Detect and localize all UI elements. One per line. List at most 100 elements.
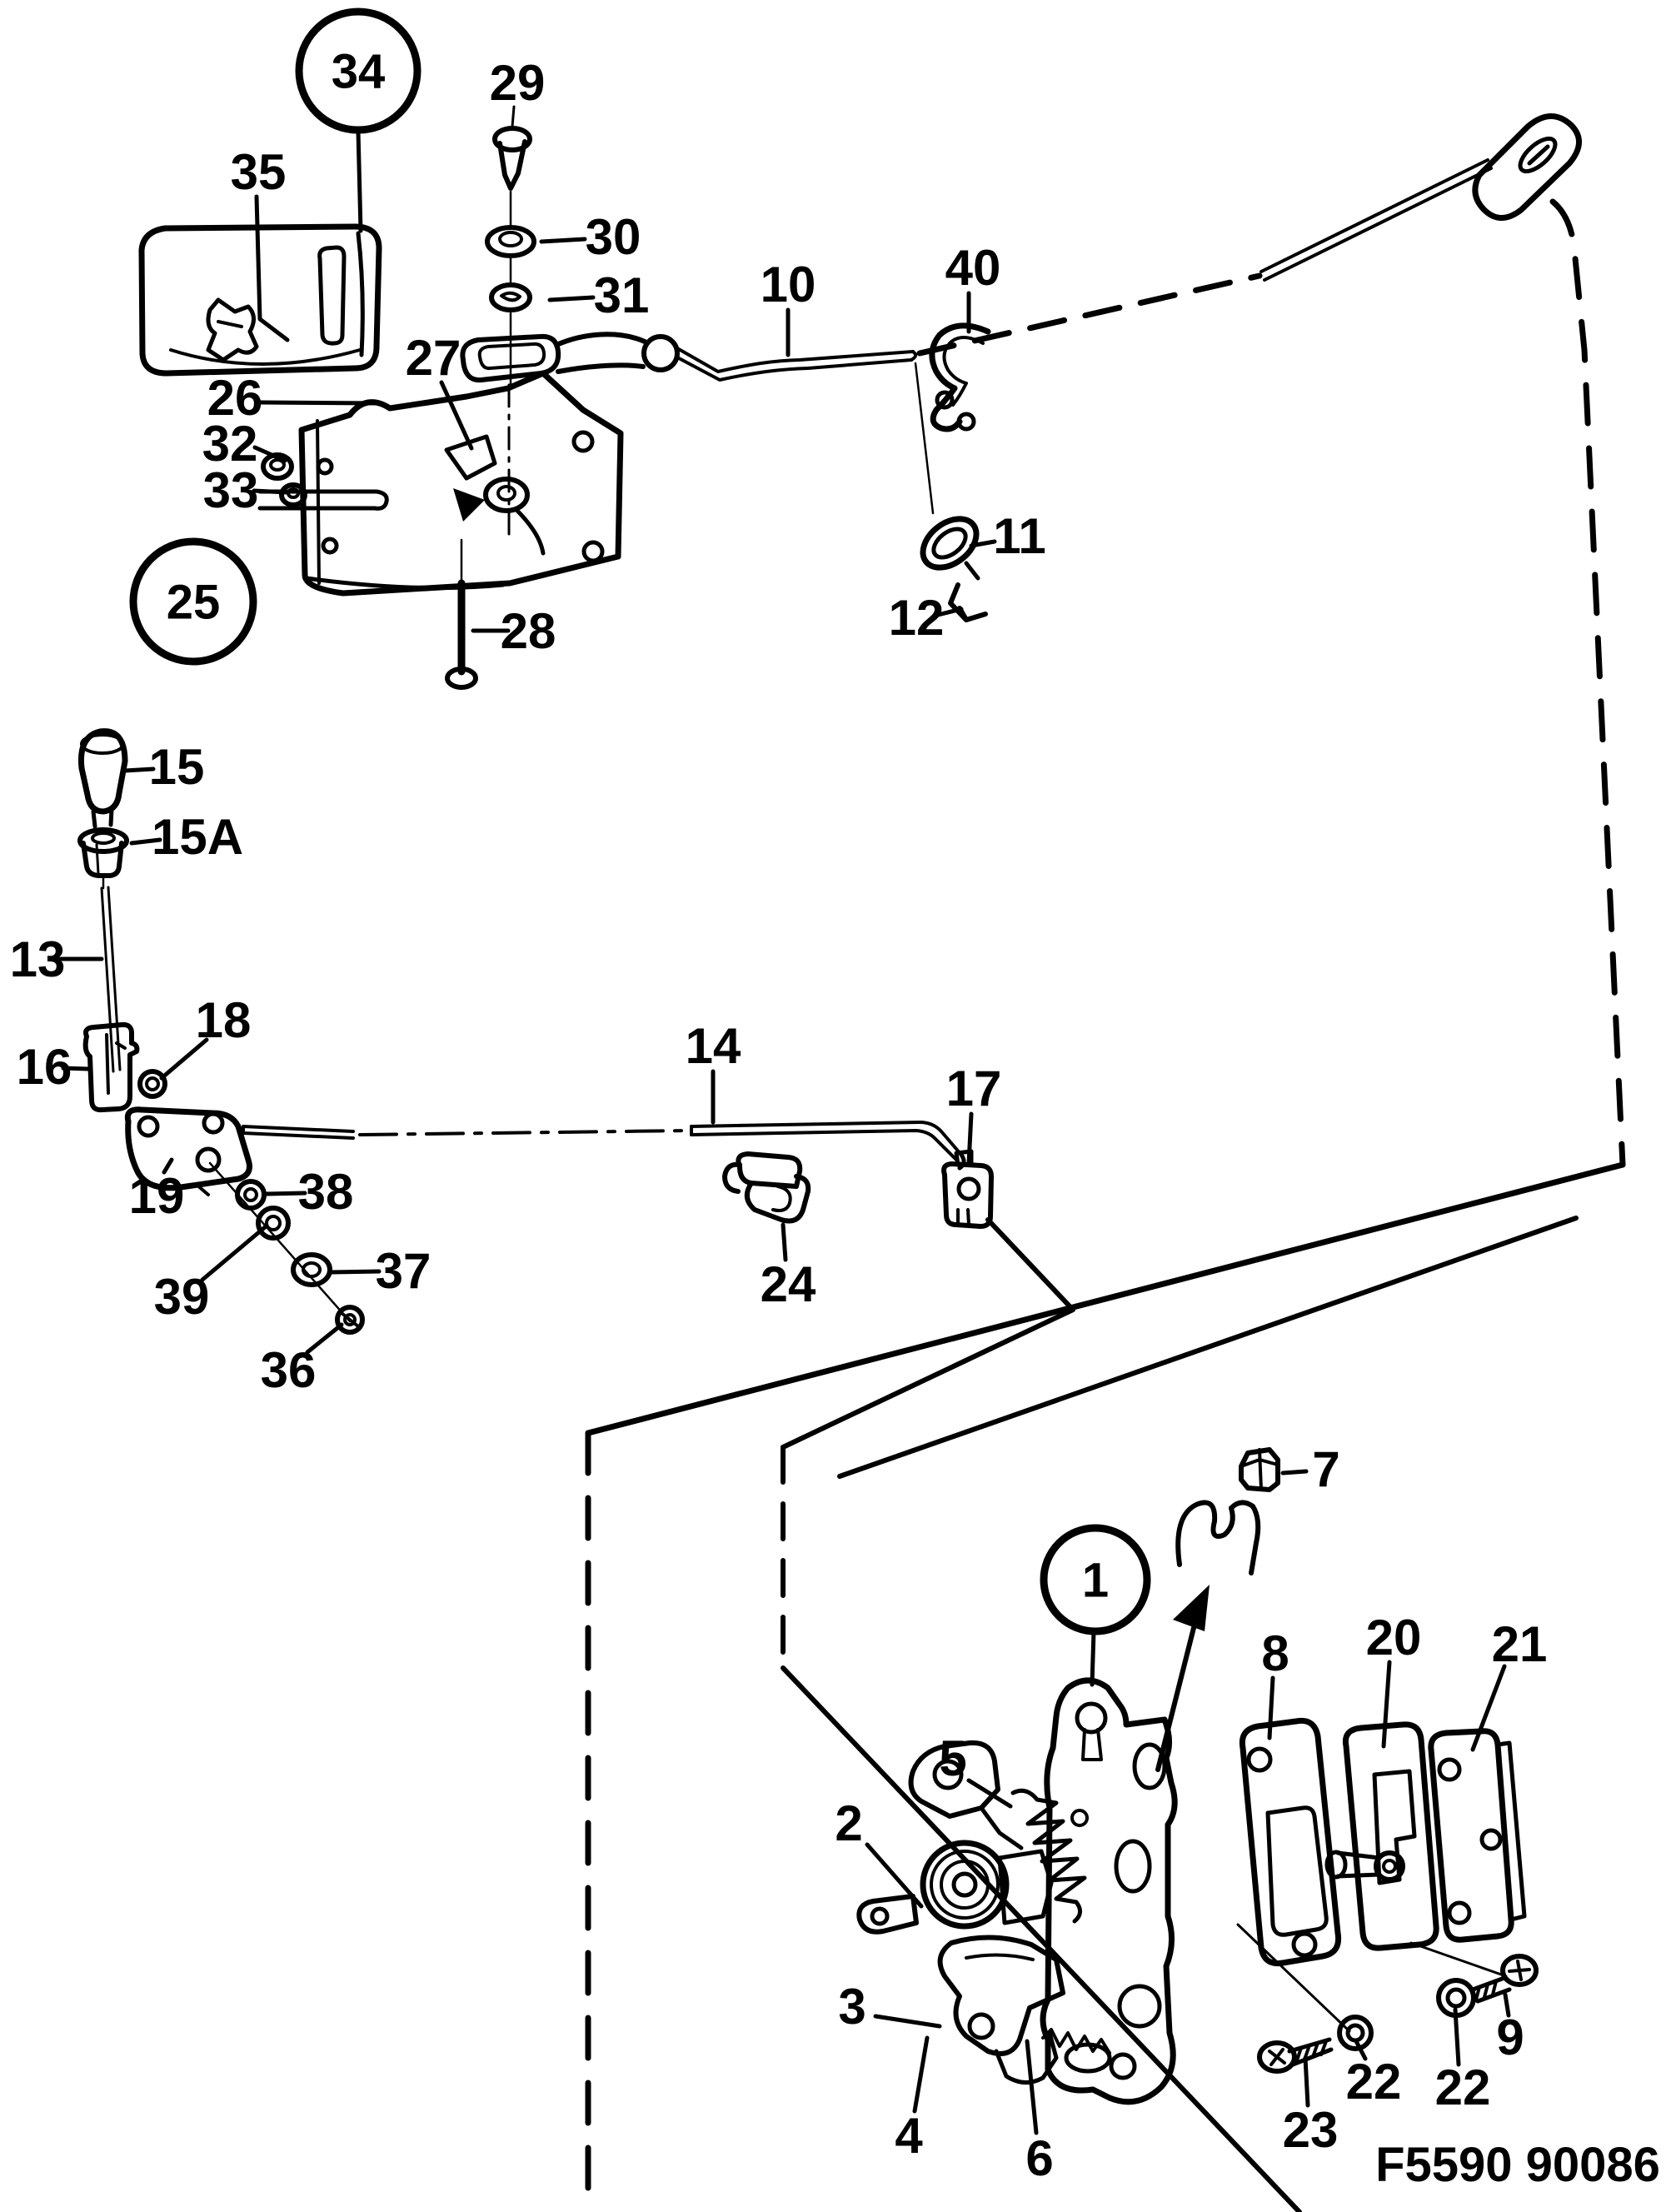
callout-19[interactable]: 19 <box>129 1157 185 1224</box>
callout-number: 37 <box>376 1243 431 1299</box>
callout-leader-line <box>159 1037 209 1081</box>
callout-20[interactable]: 20 <box>1366 1610 1422 1749</box>
callout-32[interactable]: 32 <box>202 416 287 472</box>
callout-1[interactable]: 1 <box>1040 1524 1151 1687</box>
callout-26[interactable]: 26 <box>207 370 379 426</box>
callout-36[interactable]: 36 <box>261 1322 344 1398</box>
callout-leader-line <box>1503 1992 1511 2018</box>
callout-number: 38 <box>298 1164 354 1220</box>
handle-housing <box>138 223 382 377</box>
callout-number: 18 <box>196 992 252 1048</box>
callout-number: 10 <box>761 257 816 312</box>
callout-number: 17 <box>946 1061 1002 1116</box>
lock-cam <box>920 1840 1010 1930</box>
washer-37 <box>291 1252 332 1287</box>
callout-number: 33 <box>203 462 259 518</box>
callout-31[interactable]: 31 <box>547 267 650 323</box>
callout-leader-line <box>1280 1469 1309 1475</box>
callout-leader-line <box>329 1269 382 1275</box>
link-rod-19-14 <box>242 1121 966 1171</box>
callout-9[interactable]: 9 <box>1496 1992 1524 2065</box>
callout-number: 27 <box>406 330 461 386</box>
callout-leader-line <box>1090 1629 1096 1687</box>
callout-3[interactable]: 3 <box>838 1979 942 2035</box>
callout-18[interactable]: 18 <box>159 992 252 1081</box>
callout-number: 25 <box>167 575 221 629</box>
callout-leader-line <box>781 1222 788 1262</box>
callout-16[interactable]: 16 <box>17 1039 91 1095</box>
callout-39[interactable]: 39 <box>154 1225 267 1325</box>
mount-bracket <box>257 370 624 597</box>
callout-number: 34 <box>332 44 386 98</box>
callout-12[interactable]: 12 <box>889 590 964 646</box>
rod-10-front <box>676 347 917 382</box>
callout-5[interactable]: 5 <box>939 1730 1013 1809</box>
callout-29[interactable]: 29 <box>490 55 546 111</box>
callout-24[interactable]: 24 <box>761 1222 816 1312</box>
callout-leader-line <box>129 837 162 846</box>
callout-leader-line <box>439 380 474 451</box>
callout-leader-line <box>935 607 964 617</box>
callout-number: 6 <box>1025 2130 1053 2186</box>
callout-28[interactable]: 28 <box>471 603 556 659</box>
knob-rod-13 <box>100 886 122 1073</box>
washer-39 <box>256 1206 291 1241</box>
callout-37[interactable]: 37 <box>329 1243 431 1299</box>
callout-21[interactable]: 21 <box>1470 1616 1547 1752</box>
callout-number: 14 <box>686 1018 741 1074</box>
lock-spring-5 <box>1010 1788 1087 1924</box>
axis-rod-to-11 <box>914 362 935 515</box>
stud-axis-19 <box>208 1161 352 1323</box>
callout-leader-line <box>1025 2039 1039 2135</box>
grommet-33 <box>279 482 307 507</box>
callout-14[interactable]: 14 <box>686 1018 741 1125</box>
lock-front-levers <box>856 1740 1054 1935</box>
callout-number: 16 <box>17 1039 72 1095</box>
callout-35[interactable]: 35 <box>231 144 290 342</box>
callout-15A[interactable]: 15A <box>129 809 243 865</box>
striker-pin <box>1335 1850 1382 1879</box>
callout-38[interactable]: 38 <box>264 1164 354 1220</box>
washer-18 <box>137 1069 167 1099</box>
callout-number: 36 <box>261 1342 317 1398</box>
grommet-31 <box>489 282 532 312</box>
callout-number: 2 <box>835 1795 862 1851</box>
callout-23[interactable]: 23 <box>1283 2055 1339 2158</box>
callout-6[interactable]: 6 <box>1025 2039 1054 2186</box>
callout-10[interactable]: 10 <box>761 257 816 357</box>
callout-leader-line <box>254 194 290 342</box>
callout-13[interactable]: 13 <box>10 931 104 987</box>
door-inner-outline <box>781 1217 1302 2212</box>
callout-11[interactable]: 11 <box>969 508 1046 564</box>
callout-leader-line <box>966 1111 974 1166</box>
callout-27[interactable]: 27 <box>406 330 474 451</box>
callout-leader-line <box>252 488 289 495</box>
callout-7[interactable]: 7 <box>1280 1441 1340 1497</box>
callout-number: 40 <box>945 240 1001 296</box>
clip-17 <box>941 1149 994 1229</box>
callout-22[interactable]: 22 <box>1346 2039 1402 2110</box>
callout-leader-line <box>1267 1675 1275 1740</box>
spring-clip-40 <box>929 322 991 432</box>
callout-4[interactable]: 4 <box>895 2035 930 2164</box>
striker-20 <box>1324 1721 1439 1951</box>
callout-number: 5 <box>939 1730 966 1786</box>
bushing-11 <box>920 516 980 581</box>
callout-number: 31 <box>594 267 650 323</box>
callout-25[interactable]: 25 <box>129 537 257 666</box>
callout-leader-line <box>1303 2055 1310 2108</box>
callout-40[interactable]: 40 <box>945 240 1001 334</box>
callout-leader-line <box>61 1066 91 1071</box>
callout-17[interactable]: 17 <box>946 1061 1002 1166</box>
callout-33[interactable]: 33 <box>203 462 289 518</box>
callout-30[interactable]: 30 <box>539 209 641 265</box>
callout-34[interactable]: 34 <box>295 7 421 233</box>
callout-leader-line <box>1354 2039 1368 2061</box>
callout-8[interactable]: 8 <box>1261 1625 1289 1740</box>
callout-15[interactable]: 15 <box>122 739 204 795</box>
callout-22[interactable]: 22 <box>1435 2007 1491 2115</box>
callout-2[interactable]: 2 <box>835 1795 924 1909</box>
lock-small-spring <box>1041 2028 1111 2055</box>
